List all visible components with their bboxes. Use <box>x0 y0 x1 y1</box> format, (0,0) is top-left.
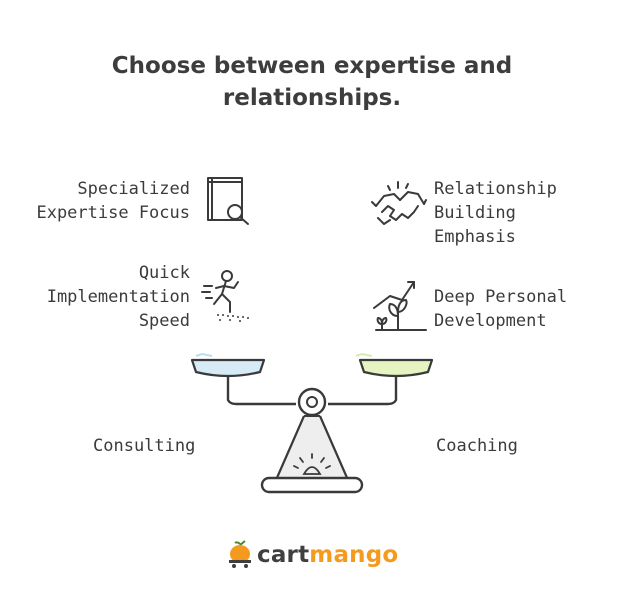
feature-relationship-building: Relationship Building Emphasis <box>434 177 614 249</box>
mango-cart-icon <box>226 540 254 570</box>
page-title: Choose between expertise and relationshi… <box>0 50 624 114</box>
feature-line: Expertise Focus <box>36 203 190 223</box>
option-consulting-label: Consulting <box>93 436 196 456</box>
growing-plant-icon <box>370 278 430 338</box>
feature-line: Specialized <box>77 179 190 199</box>
balance-scale <box>186 350 438 504</box>
feature-deep-personal-development: Deep Personal Development <box>434 285 614 333</box>
feature-line: Building <box>434 203 516 223</box>
running-person-icon <box>200 268 256 328</box>
feature-line: Deep Personal <box>434 287 568 307</box>
feature-line: Emphasis <box>434 227 516 247</box>
feature-quick-implementation: Quick Implementation Speed <box>20 261 190 333</box>
feature-line: Quick <box>138 263 190 283</box>
logo-text-mango: mango <box>309 542 399 568</box>
right-pan <box>355 352 434 378</box>
feature-line: Implementation <box>46 287 190 307</box>
title-line-1: Choose between expertise and <box>111 53 513 79</box>
title-line-2: relationships. <box>222 85 402 111</box>
book-search-icon <box>202 174 254 230</box>
feature-specialized-expertise: Specialized Expertise Focus <box>20 177 190 225</box>
logo-text-cart: cart <box>257 542 310 568</box>
feature-line: Development <box>434 311 547 331</box>
feature-line: Speed <box>138 311 190 331</box>
handshake-icon <box>368 178 428 242</box>
feature-line: Relationship <box>434 179 557 199</box>
option-coaching-label: Coaching <box>436 436 518 456</box>
left-pan <box>190 352 266 378</box>
